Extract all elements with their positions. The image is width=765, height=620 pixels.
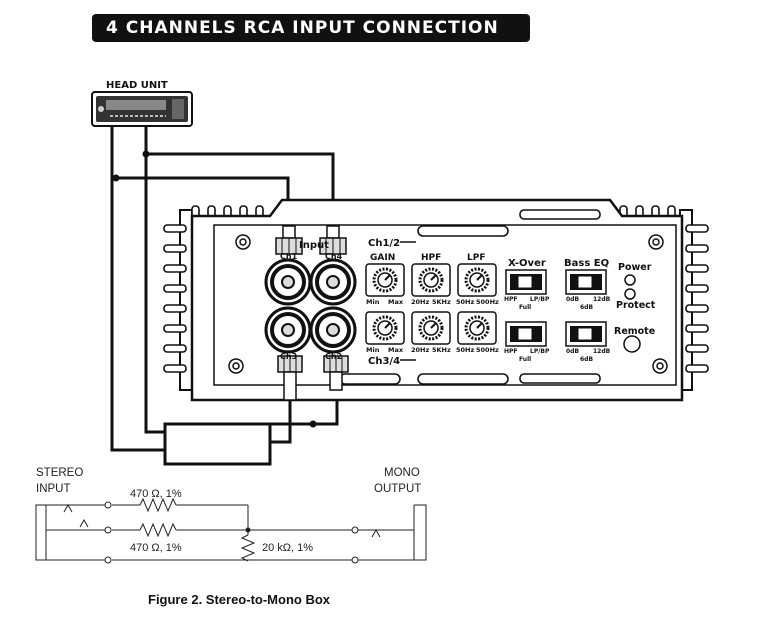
hpf-label: HPF	[421, 253, 441, 263]
figure-caption: Figure 2. Stereo-to-Mono Box	[148, 592, 330, 607]
stereo-input-label-line2: INPUT	[36, 483, 71, 495]
xover-hpf-label: HPF	[504, 348, 518, 355]
mono-output-label-line2: OUTPUT	[374, 483, 421, 495]
lpf-knob-ch34[interactable]	[457, 311, 497, 345]
ch3-label: Ch3	[280, 352, 297, 361]
lpf-label: LPF	[467, 253, 485, 263]
schematic-node	[245, 527, 251, 533]
page-title: 4 CHANNELS RCA INPUT CONNECTION	[106, 18, 499, 38]
stereo-input-label-line1: STEREO	[36, 467, 83, 479]
protect-label: Protect	[616, 300, 656, 311]
basseq-switch-ch12[interactable]	[565, 269, 607, 295]
remote-port	[623, 335, 641, 353]
hpf-min-label: 20Hz	[411, 346, 429, 354]
title-banner: 4 CHANNELS RCA INPUT CONNECTION	[92, 14, 530, 42]
protect-led	[624, 288, 636, 300]
hpf-min-label: 20Hz	[411, 298, 429, 306]
xover-hpf-label: HPF	[504, 296, 518, 303]
lpf-knob-ch12[interactable]	[457, 263, 497, 297]
basseq-0db-label: 0dB	[566, 348, 579, 355]
basseq-0db-label: 0dB	[566, 296, 579, 303]
xover-lpbp-label: LP/BP	[530, 296, 550, 303]
xover-full-label: Full	[519, 356, 531, 363]
ch2-label: Ch2	[325, 352, 342, 361]
hpf-max-label: 5KHz	[432, 346, 451, 354]
basseq-6db-label: 6dB	[580, 356, 593, 363]
rca-plug-ch3	[277, 355, 303, 401]
lpf-max-label: 500Hz	[476, 298, 499, 306]
rca-jack-ch2	[309, 306, 357, 354]
head-unit	[91, 91, 193, 127]
gain-knob-ch12[interactable]	[365, 263, 405, 297]
lpf-min-label: 50Hz	[456, 298, 474, 306]
hpf-max-label: 5KHz	[432, 298, 451, 306]
rca-jack-ch4	[309, 258, 357, 306]
hpf-knob-ch12[interactable]	[411, 263, 451, 297]
basseq-switch-ch34[interactable]	[565, 321, 607, 347]
remote-label: Remote	[614, 326, 655, 337]
gain-max-label: Max	[388, 346, 404, 354]
stereo-to-mono-box	[163, 422, 272, 466]
schematic-terminals	[104, 501, 359, 564]
ch1-label: Ch1	[280, 252, 298, 261]
cable-junction-dot	[309, 420, 317, 428]
r1-label: 470 Ω, 1%	[130, 488, 182, 500]
rca-plug-ch2	[323, 355, 349, 391]
gain-min-label: Min	[366, 346, 380, 354]
lpf-max-label: 500Hz	[476, 346, 499, 354]
power-label: Power	[618, 262, 652, 273]
heatsink-fins-left	[163, 224, 187, 373]
stereo-mono-schematic	[35, 497, 427, 562]
head-unit-label: HEAD UNIT	[106, 80, 168, 91]
mono-output-label-line1: MONO	[384, 467, 420, 479]
rca-jack-ch1	[264, 258, 312, 306]
xover-lpbp-label: LP/BP	[530, 348, 550, 355]
basseq-label: Bass EQ	[564, 258, 609, 269]
cable-junction-dot	[142, 150, 150, 158]
r2-label: 470 Ω, 1%	[130, 542, 182, 554]
rca-plug-ch1	[275, 225, 303, 255]
basseq-12db-label: 12dB	[593, 296, 611, 303]
gain-label: GAIN	[370, 253, 395, 263]
gain-max-label: Max	[388, 298, 404, 306]
rca-plug-ch4	[319, 225, 347, 255]
rca-jack-ch3	[264, 306, 312, 354]
input-label: Input	[299, 240, 329, 251]
lpf-min-label: 50Hz	[456, 346, 474, 354]
basseq-12db-label: 12dB	[593, 348, 611, 355]
xover-switch-ch34[interactable]	[505, 321, 547, 347]
xover-full-label: Full	[519, 304, 531, 311]
cable-junction-dot	[112, 174, 120, 182]
ch4-label: Ch4	[325, 252, 343, 261]
hpf-knob-ch34[interactable]	[411, 311, 451, 345]
power-led	[624, 274, 636, 286]
xover-switch-ch12[interactable]	[505, 269, 547, 295]
basseq-6db-label: 6dB	[580, 304, 593, 311]
heatsink-fins-right	[685, 224, 709, 373]
ch34-label: Ch3/4	[368, 356, 400, 367]
r3-label: 20 kΩ, 1%	[262, 542, 313, 554]
gain-min-label: Min	[366, 298, 380, 306]
xover-label: X-Over	[508, 258, 546, 269]
ch12-label: Ch1/2	[368, 238, 400, 249]
gain-knob-ch34[interactable]	[365, 311, 405, 345]
